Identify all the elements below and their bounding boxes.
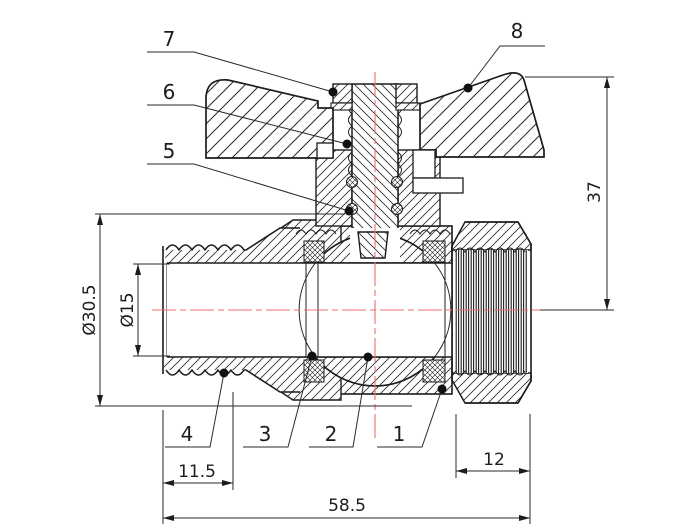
dimensions: Ø30.5 Ø15 37 11.5 12	[80, 76, 614, 524]
callout-6: 6	[147, 80, 352, 149]
dim-label-overall-length: 58.5	[328, 496, 366, 516]
dimension-overall-length: 58.5	[163, 496, 530, 521]
dim-label-height: 37	[585, 181, 605, 203]
bonnet-thread-left	[295, 229, 337, 235]
handle	[205, 72, 545, 194]
seat-right-upper	[422, 240, 446, 263]
callouts: 7 6 5 8 4 3 2	[147, 19, 545, 448]
bonnet-thread-right	[409, 229, 451, 235]
callout-5: 5	[147, 139, 354, 216]
dim-label-bore-diameter: Ø15	[118, 292, 138, 327]
nut-outline	[451, 221, 532, 404]
stem-washer-left	[330, 102, 353, 111]
nut-internal-thread	[455, 250, 528, 373]
callout-label-8: 8	[511, 19, 524, 43]
callout-label-3: 3	[259, 422, 272, 446]
callout-8: 8	[463, 19, 545, 93]
dimension-body-outer-diameter: Ø30.5	[80, 213, 412, 407]
nut-upper-band	[451, 221, 532, 251]
dim-label-outer-diameter: Ø30.5	[80, 284, 100, 335]
dimension-male-thread-length: 11.5	[162, 392, 234, 524]
male-thread-crests-top	[165, 227, 300, 251]
callout-label-5: 5	[163, 139, 176, 163]
callout-7: 7	[147, 27, 338, 97]
nut-thread-crest-bottom	[454, 370, 526, 376]
union-nut	[451, 221, 532, 404]
nut-lower-band	[451, 372, 532, 404]
callout-label-1: 1	[393, 422, 406, 446]
handle-right-wing	[419, 72, 545, 158]
callout-label-4: 4	[181, 422, 194, 446]
dim-label-male-thread-length: 11.5	[178, 462, 216, 482]
callout-label-6: 6	[163, 80, 176, 104]
o-ring	[346, 176, 358, 188]
seat-right-lower	[422, 359, 446, 383]
nut-thread-crest-top	[454, 247, 526, 253]
callout-2: 2	[309, 352, 373, 448]
stem-foot	[357, 231, 389, 259]
seat-left-lower	[303, 359, 325, 383]
callout-3: 3	[243, 351, 317, 448]
male-thread-crests-bottom	[165, 369, 300, 393]
callout-label-2: 2	[325, 422, 338, 446]
seat-left-upper	[303, 240, 325, 263]
male-thread-lower-band	[163, 357, 300, 392]
callout-1: 1	[377, 384, 447, 448]
dimension-height-to-handle: 37	[525, 76, 614, 311]
o-ring	[391, 203, 403, 215]
male-thread-upper-band	[163, 228, 300, 263]
o-ring	[391, 176, 403, 188]
dimension-union-nut-length: 12	[455, 414, 531, 524]
dim-label-nut-length: 12	[483, 450, 505, 470]
centerlines	[152, 72, 592, 438]
handle-hub-step-upper	[412, 149, 436, 179]
handle-left-wing	[205, 79, 334, 159]
stem-nut-right	[395, 83, 418, 104]
handle-hub-step-lower	[412, 177, 464, 194]
callout-4: 4	[165, 368, 229, 448]
callout-label-7: 7	[163, 27, 176, 51]
handle-hub-notch-left	[316, 142, 334, 159]
dimension-bore-diameter: Ø15	[118, 263, 170, 357]
